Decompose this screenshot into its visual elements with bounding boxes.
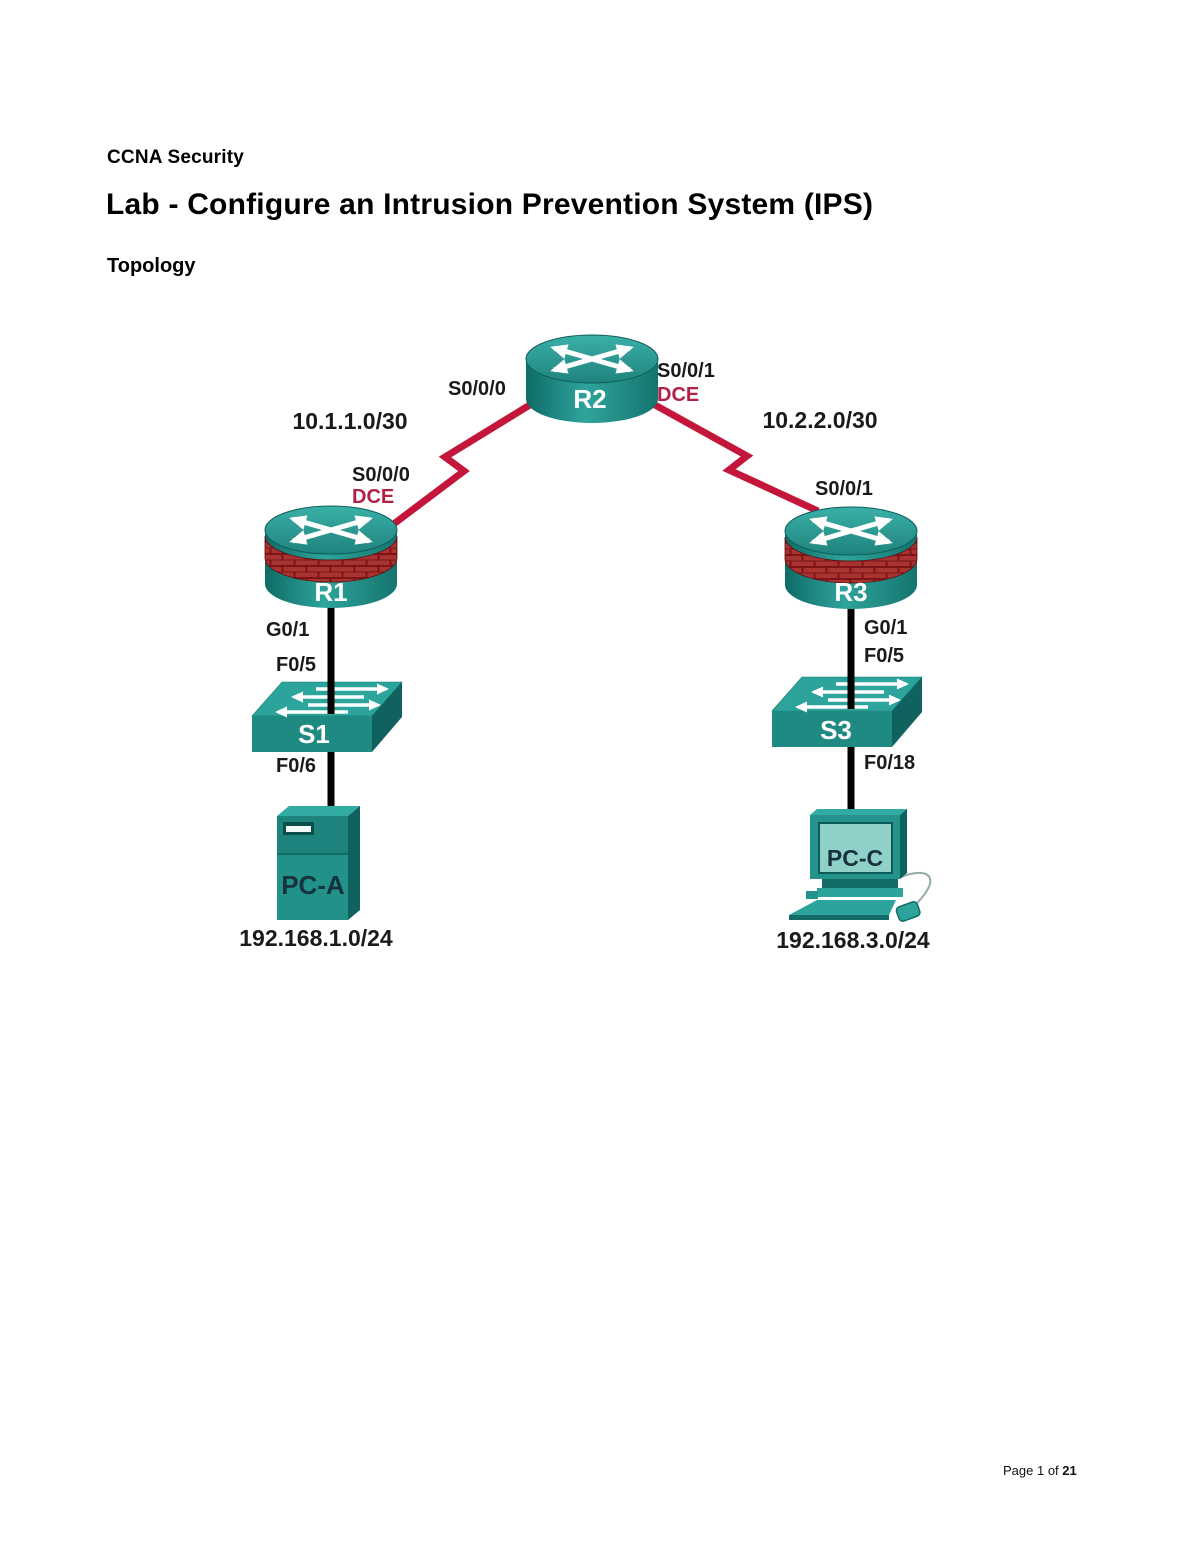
r2-dce-label: DCE — [657, 384, 699, 406]
keyboard-icon — [789, 900, 896, 915]
lan-left-network-label: 192.168.1.0/24 — [239, 925, 393, 951]
page-footer-total: 21 — [1062, 1463, 1077, 1478]
page-footer-prefix: Page 1 of — [1003, 1463, 1063, 1478]
wan-right-network-label: 10.2.2.0/30 — [762, 407, 877, 433]
pc-a-label: PC-A — [281, 870, 345, 900]
s3-f05-label: F0/5 — [864, 645, 904, 667]
monitor-screen — [818, 822, 893, 874]
r1-dce-label: DCE — [352, 486, 394, 508]
r1-s000-label: S0/0/0 — [352, 464, 410, 486]
wan-left-network-label: 10.1.1.0/30 — [292, 408, 407, 434]
topology-diagram: R2 R1 R3 S1 S3 PC-A PC-C S0/0/0 S0/0/1 D… — [239, 300, 932, 953]
page-footer: Page 1 of 21 — [1003, 1463, 1077, 1478]
pc-c-label: PC-C — [827, 845, 883, 871]
s1-f05-label: F0/5 — [276, 654, 316, 676]
s3-f018-label: F0/18 — [864, 752, 915, 774]
section-heading: Topology — [107, 255, 196, 277]
r2-s000-label: S0/0/0 — [448, 378, 506, 400]
router-r2-label: R2 — [573, 384, 606, 414]
mouse-icon — [895, 901, 921, 922]
serial-link-r1-r2 — [388, 400, 535, 529]
router-r3-label: R3 — [834, 577, 867, 607]
r2-s001-label: S0/0/1 — [657, 360, 715, 382]
switch-s1-label: S1 — [298, 719, 330, 749]
course-label: CCNA Security — [107, 147, 245, 168]
lan-right-network-label: 192.168.3.0/24 — [776, 927, 930, 953]
r1-g01-label: G0/1 — [266, 619, 309, 641]
page-title: Lab - Configure an Intrusion Prevention … — [106, 188, 874, 221]
server-pc-a — [277, 806, 360, 920]
s1-f06-label: F0/6 — [276, 755, 316, 777]
router-r1-label: R1 — [314, 577, 347, 607]
serial-link-r2-r3 — [644, 396, 820, 515]
workstation-pc-c — [789, 809, 932, 922]
r3-s001-label: S0/0/1 — [815, 478, 873, 500]
switch-s3-label: S3 — [820, 715, 852, 745]
mouse-cable — [900, 872, 932, 905]
r3-g01-label: G0/1 — [864, 617, 907, 639]
